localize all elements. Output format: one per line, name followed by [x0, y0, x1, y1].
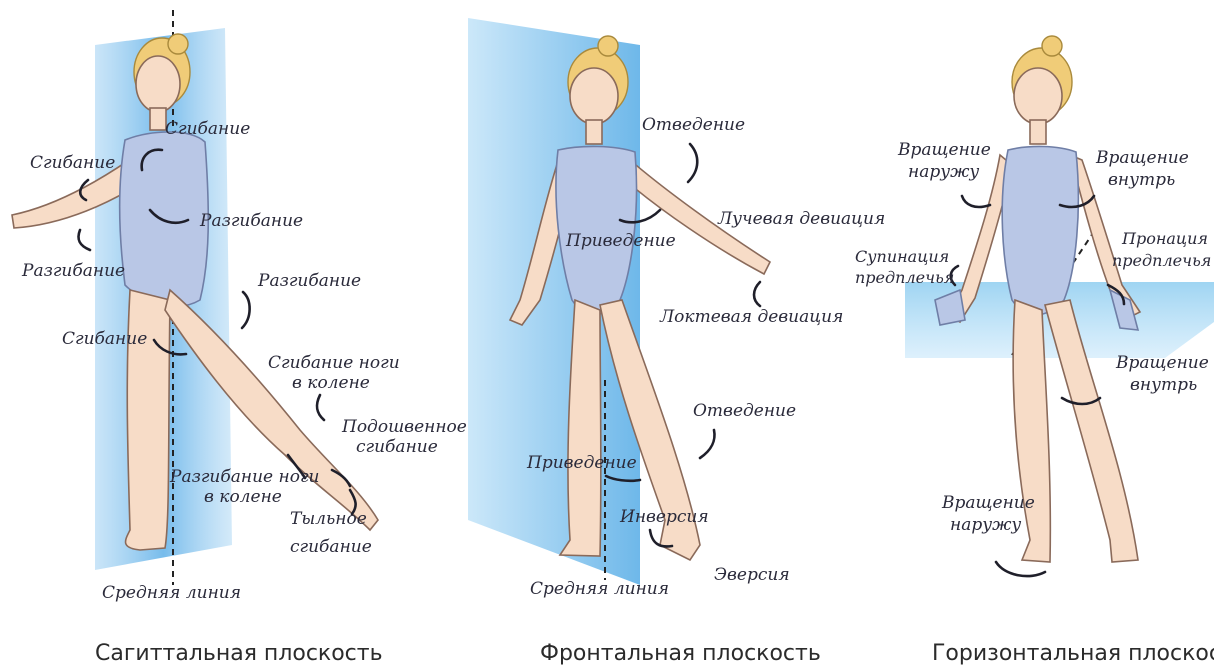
sagittal-label-extension-hip: Разгибание	[257, 271, 361, 291]
sagittal-label-flexion-top: Сгибание	[165, 119, 250, 139]
sagittal-title: Сагиттальная плоскость	[95, 641, 383, 666]
horizontal-label-ext-rot-leg-1: Вращение	[941, 493, 1035, 513]
horizontal-label-ext-rot-2: наружу	[908, 162, 979, 182]
sagittal-label-dorsal-2: сгибание	[290, 537, 372, 557]
horizontal-label-ext-rot-leg-2: наружу	[950, 515, 1021, 535]
horizontal-label-supination-2: предплечья	[855, 268, 954, 287]
sagittal-label-flexion-hip: Сгибание	[62, 329, 147, 349]
sagittal-label-dorsal-1: Тыльное	[290, 509, 367, 529]
frontal-label-ulnar-dev: Локтевая девиация	[659, 307, 843, 327]
horizontal-label-int-rot-leg-2: внутрь	[1130, 375, 1197, 395]
frontal-label-eversion: Эверсия	[714, 565, 790, 585]
sagittal-label-plantar-1: Подошвенное	[341, 417, 467, 437]
frontal-label-adduction-arm: Приведение	[565, 231, 676, 251]
frontal-label-midline: Средняя линия	[530, 579, 669, 599]
sagittal-label-knee-extension-1: Разгибание ноги	[169, 467, 319, 487]
frontal-label-radial-dev: Лучевая девиация	[717, 209, 885, 229]
horizontal-label-supination-1: Супинация	[855, 247, 949, 266]
sagittal-label-extension-shoulder: Разгибание	[199, 211, 303, 231]
horizontal-label-pronation-1: Пронация	[1121, 229, 1208, 248]
frontal-title: Фронтальная плоскость	[540, 641, 821, 666]
sagittal-label-knee-extension-2: в колене	[204, 487, 282, 507]
horizontal-label-int-rot-2: внутрь	[1108, 170, 1175, 190]
sagittal-panel: Сгибание Сгибание Разгибание Разгибание …	[12, 10, 467, 666]
horizontal-label-int-rot-leg-1: Вращение	[1115, 353, 1209, 373]
horizontal-panel: Вращение наружу Вращение внутрь Супинаци…	[855, 36, 1214, 666]
sagittal-label-extension-arm: Разгибание	[21, 261, 125, 281]
sagittal-label-knee-flexion-1: Сгибание ноги	[268, 353, 400, 373]
frontal-label-inversion: Инверсия	[619, 507, 709, 527]
horizontal-label-pronation-2: предплечья	[1112, 251, 1211, 270]
frontal-label-abduction-arm: Отведение	[642, 115, 745, 135]
horizontal-label-ext-rot-1: Вращение	[897, 140, 991, 160]
horizontal-label-int-rot-1: Вращение	[1095, 148, 1189, 168]
frontal-panel: Отведение Лучевая девиация Приведение Ло…	[468, 18, 885, 666]
horizontal-title: Горизонтальная плоскость	[932, 641, 1214, 666]
frontal-label-abduction-leg: Отведение	[693, 401, 796, 421]
sagittal-label-knee-flexion-2: в колене	[292, 373, 370, 393]
sagittal-label-plantar-2: сгибание	[356, 437, 438, 457]
sagittal-label-flexion-arm: Сгибание	[30, 153, 115, 173]
sagittal-label-midline: Средняя линия	[102, 583, 241, 603]
frontal-label-adduction-leg: Приведение	[526, 453, 637, 473]
